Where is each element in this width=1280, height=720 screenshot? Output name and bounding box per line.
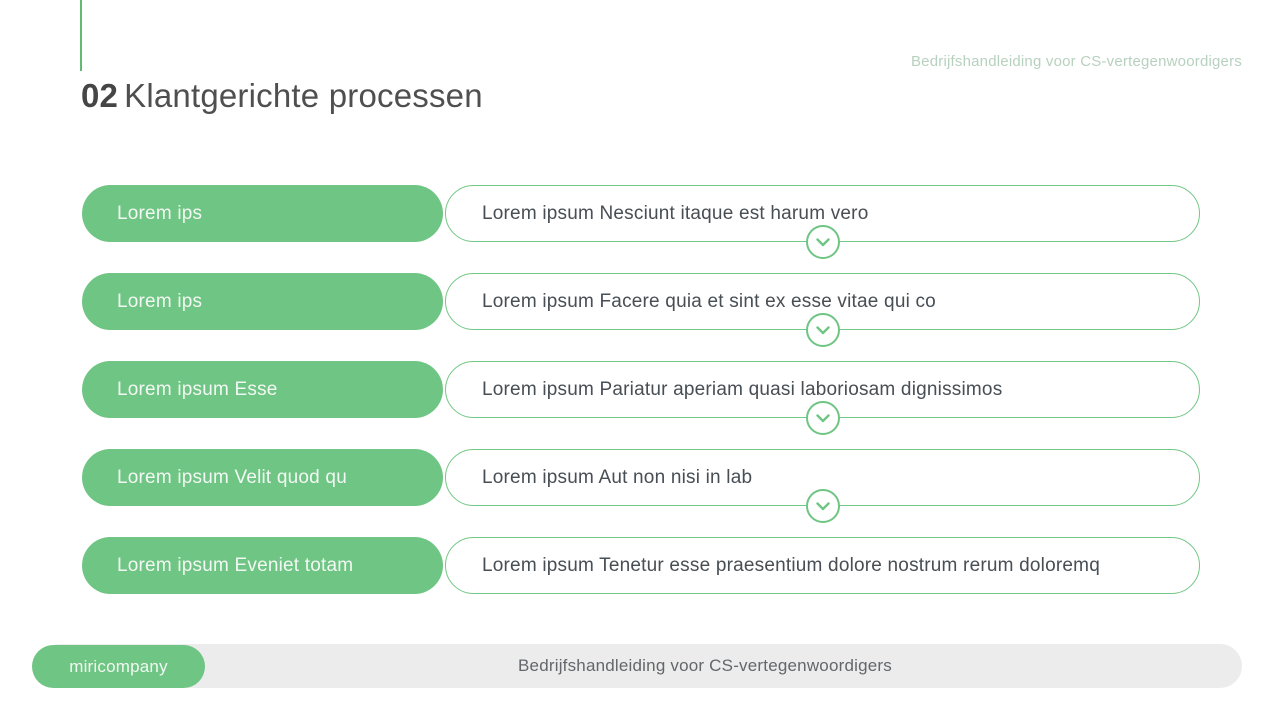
process-description-pill: Lorem ipsum Nesciunt itaque est harum ve… <box>445 185 1200 259</box>
chevron-down-icon[interactable] <box>805 489 840 523</box>
process-label-pill: Lorem ipsum Eveniet totam <box>82 537 443 594</box>
page-title-text: Klantgerichte processen <box>124 77 483 114</box>
process-label-pill: Lorem ips <box>82 273 443 330</box>
process-description-pill: Lorem ipsum Aut non nisi in lab <box>445 449 1200 523</box>
process-row: Lorem ipsum Eveniet totam Lorem ipsum Te… <box>82 537 1200 594</box>
chevron-down-icon[interactable] <box>805 401 840 435</box>
process-row: Lorem ipsum Esse Lorem ipsum Pariatur ap… <box>82 361 1200 435</box>
process-description: Lorem ipsum Pariatur aperiam quasi labor… <box>482 378 1003 400</box>
footer-text: Bedrijfshandleiding voor CS-vertegenwoor… <box>518 656 892 675</box>
company-badge: miricompany <box>32 645 205 688</box>
process-row: Lorem ipsum Velit quod qu Lorem ipsum Au… <box>82 449 1200 523</box>
footer-bar: Bedrijfshandleiding voor CS-vertegenwoor… <box>38 644 1242 688</box>
process-description-pill: Lorem ipsum Facere quia et sint ex esse … <box>445 273 1200 347</box>
accent-line <box>80 0 82 71</box>
chevron-down-icon[interactable] <box>805 225 840 259</box>
process-row: Lorem ips Lorem ipsum Facere quia et sin… <box>82 273 1200 347</box>
section-number: 02 <box>81 77 119 114</box>
process-description: Lorem ipsum Aut non nisi in lab <box>482 466 753 488</box>
process-label-pill: Lorem ips <box>82 185 443 242</box>
process-label-pill: Lorem ipsum Velit quod qu <box>82 449 443 506</box>
process-row: Lorem ips Lorem ipsum Nesciunt itaque es… <box>82 185 1200 259</box>
process-description: Lorem ipsum Tenetur esse praesentium dol… <box>482 554 1100 576</box>
chevron-down-icon[interactable] <box>805 313 840 347</box>
process-description: Lorem ipsum Facere quia et sint ex esse … <box>482 290 936 312</box>
process-label-pill: Lorem ipsum Esse <box>82 361 443 418</box>
header-note: Bedrijfshandleiding voor CS-vertegenwoor… <box>910 53 1242 70</box>
process-description-pill: Lorem ipsum Pariatur aperiam quasi labor… <box>445 361 1200 435</box>
process-list: Lorem ips Lorem ipsum Nesciunt itaque es… <box>82 185 1200 594</box>
process-description-pill: Lorem ipsum Tenetur esse praesentium dol… <box>445 537 1200 594</box>
process-description: Lorem ipsum Nesciunt itaque est harum ve… <box>482 202 869 224</box>
